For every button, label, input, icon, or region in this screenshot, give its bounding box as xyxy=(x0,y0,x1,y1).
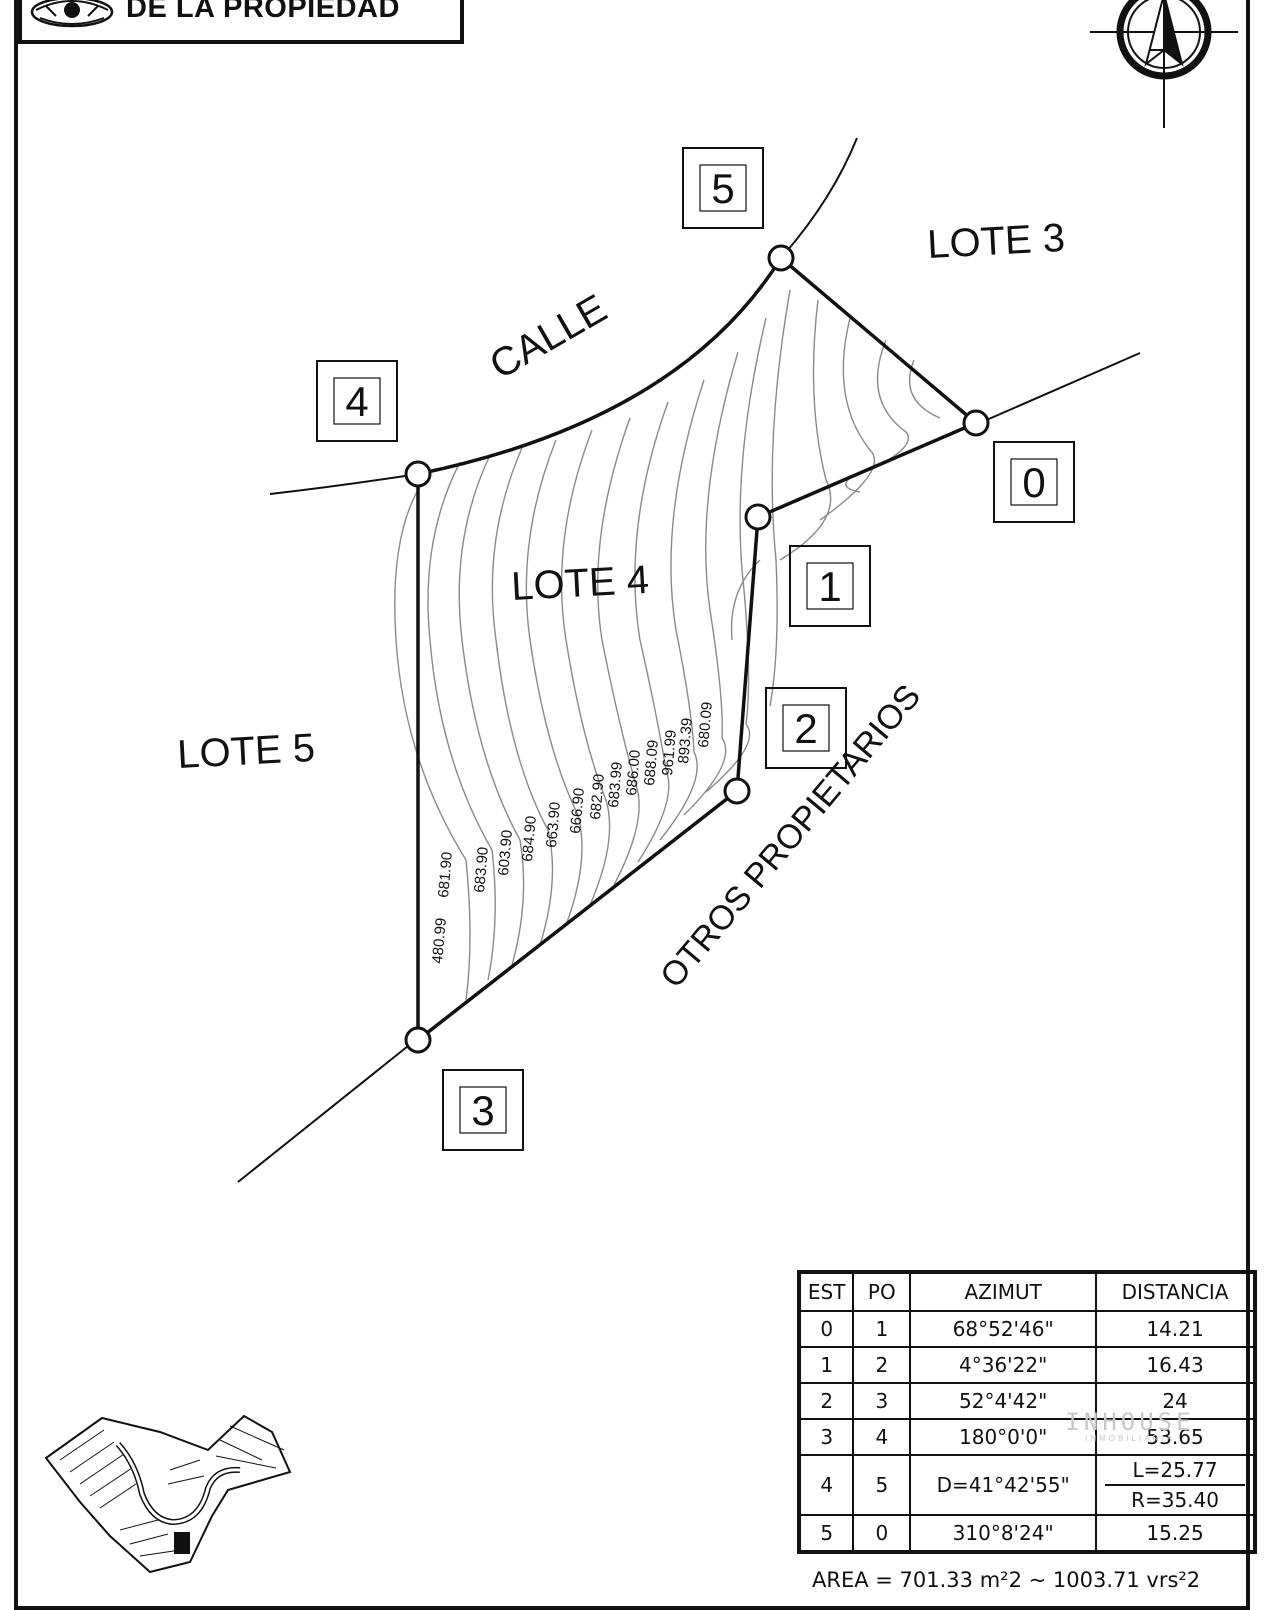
cell-est: 1 xyxy=(797,1346,855,1384)
table-row: 1 2 4°36'22" 16.43 xyxy=(797,1346,1256,1384)
contour-label: 893.39 xyxy=(675,717,696,764)
header-est: EST xyxy=(797,1271,855,1312)
cell-azimut: D=41°42'55" xyxy=(909,1454,1098,1516)
cell-radius: R=35.40 xyxy=(1131,1488,1219,1512)
page-title: DE LA PROPIEDAD xyxy=(126,0,400,24)
cell-est: 5 xyxy=(797,1514,855,1553)
contour-label: 666.90 xyxy=(567,787,588,834)
vertex-1 xyxy=(744,503,772,531)
vertex-0 xyxy=(962,409,990,437)
cell-est: 2 xyxy=(797,1382,855,1420)
cell-length: L=25.77 xyxy=(1105,1456,1245,1486)
vertex-3 xyxy=(404,1026,432,1054)
cell-po: 5 xyxy=(852,1454,912,1516)
street-curve xyxy=(417,137,858,475)
cell-azimut: 4°36'22" xyxy=(909,1346,1098,1384)
cell-distancia: 16.43 xyxy=(1095,1346,1256,1384)
cell-distancia: 14.21 xyxy=(1095,1310,1256,1348)
cell-est: 3 xyxy=(797,1418,855,1456)
cell-distancia: 53.65 xyxy=(1095,1418,1256,1456)
watermark-main: INHOUSE xyxy=(1065,1408,1195,1436)
table-header-row: EST PO AZIMUT DISTANCIA xyxy=(797,1271,1256,1312)
contour-label: 680.09 xyxy=(695,701,716,748)
cell-distancia: 24 xyxy=(1095,1382,1256,1420)
station-label-5: 5 xyxy=(711,165,734,212)
cell-po: 3 xyxy=(852,1382,912,1420)
cell-est: 0 xyxy=(797,1310,855,1348)
contour-label: 603.90 xyxy=(495,829,516,876)
street-edge xyxy=(269,473,419,495)
label-street: CALLE xyxy=(483,286,615,387)
contour-label: 688.09 xyxy=(641,739,662,786)
vertex-4 xyxy=(404,460,432,488)
contour-label: 686.00 xyxy=(623,749,644,796)
vertex-2 xyxy=(723,777,751,805)
minimap-lot-marker xyxy=(174,1532,190,1554)
station-label-0: 0 xyxy=(1022,459,1045,506)
cell-distancia-split: L=25.77 R=35.40 xyxy=(1095,1454,1256,1516)
contour-label: 961.99 xyxy=(659,729,680,776)
table-row: 5 0 310°8'24" 15.25 xyxy=(797,1514,1256,1553)
header-po: PO xyxy=(852,1271,912,1312)
station-boxes xyxy=(316,147,1075,1151)
header-azimut: AZIMUT xyxy=(909,1271,1098,1312)
cell-azimut: 310°8'24" xyxy=(909,1514,1098,1553)
label-lote-4: LOTE 4 xyxy=(510,558,650,609)
table-row: 4 5 D=41°42'55" L=25.77 R=35.40 xyxy=(797,1454,1256,1516)
boundary-line-east xyxy=(974,352,1141,426)
label-lote-3: LOTE 3 xyxy=(926,216,1066,267)
company-logo-icon xyxy=(30,0,114,28)
contour-label: 683.90 xyxy=(471,846,492,893)
vertex-markers xyxy=(404,244,990,1054)
location-minimap xyxy=(44,1414,292,1574)
header-distancia: DISTANCIA xyxy=(1095,1271,1256,1312)
north-arrow-icon xyxy=(1090,0,1238,128)
station-label-2: 2 xyxy=(794,705,817,752)
cell-po: 0 xyxy=(852,1514,912,1553)
contour-label: 681.90 xyxy=(435,851,456,898)
station-label-3: 3 xyxy=(471,1087,494,1134)
boundary-line-south xyxy=(237,1037,419,1183)
watermark-sub: INMOBILIARIA xyxy=(1085,1434,1175,1443)
contour-label: 480.99 xyxy=(429,917,450,964)
cell-distancia: 15.25 xyxy=(1095,1514,1256,1553)
table-row: 3 4 180°0'0" 53.65 xyxy=(797,1418,1256,1456)
cell-po: 4 xyxy=(852,1418,912,1456)
cell-azimut: 180°0'0" xyxy=(909,1418,1098,1456)
contour-lines xyxy=(394,289,941,1001)
cell-azimut: 68°52'46" xyxy=(909,1310,1098,1348)
table-row: 2 3 52°4'42" 24 xyxy=(797,1382,1256,1420)
contour-label: 684.90 xyxy=(519,815,540,862)
vertex-5 xyxy=(767,244,795,272)
contour-label: 663.90 xyxy=(543,801,564,848)
station-label-4: 4 xyxy=(345,378,368,425)
contour-label: 682.90 xyxy=(587,773,608,820)
cell-po: 2 xyxy=(852,1346,912,1384)
cell-azimut: 52°4'42" xyxy=(909,1382,1098,1420)
label-lote-5: LOTE 5 xyxy=(176,726,316,777)
station-label-1: 1 xyxy=(818,563,841,610)
cell-po: 1 xyxy=(852,1310,912,1348)
area-summary: AREA = 701.33 m²2 ~ 1003.71 vrs²2 xyxy=(812,1568,1201,1592)
table-row: 0 1 68°52'46" 14.21 xyxy=(797,1310,1256,1348)
watermark: INHOUSE INMOBILIARIA xyxy=(1040,1408,1220,1443)
contour-label: 683.99 xyxy=(605,761,626,808)
survey-table: EST PO AZIMUT DISTANCIA 0 1 68°52'46" 14… xyxy=(797,1270,1257,1554)
cell-est: 4 xyxy=(797,1454,855,1516)
